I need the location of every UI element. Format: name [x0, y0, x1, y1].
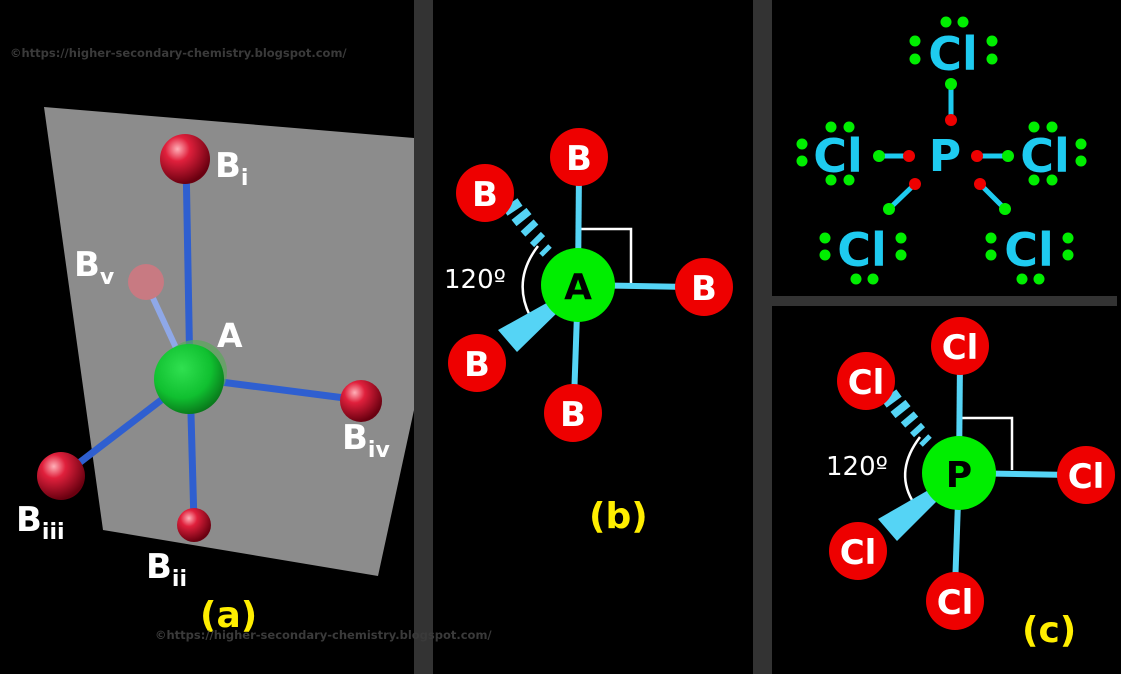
label-bii: Bii: [146, 547, 187, 592]
center-label-b: A: [564, 267, 592, 308]
label-biv: Biv: [342, 418, 390, 463]
lewis-cl-lower-right: Cl: [1004, 223, 1054, 277]
label-a: A: [217, 316, 243, 355]
divider-horizontal: [772, 296, 1117, 306]
lewis-cl-left: Cl: [813, 129, 863, 183]
lewis-cl-lower-left: Cl: [837, 223, 887, 277]
angle-arc-b: [521, 245, 539, 317]
lewis-bond-electrons: [873, 78, 1014, 215]
lone-pairs-cl-top: [909, 16, 998, 65]
right-angle-marker-c: [961, 416, 1014, 470]
ligand-b-top: [550, 128, 608, 186]
ligand-b-upper-left: [456, 164, 514, 222]
center-label-c: P: [946, 455, 972, 496]
atom-a: [154, 344, 224, 414]
lewis-cl-right: Cl: [1020, 129, 1070, 183]
ligand-c-lower-left: [829, 522, 887, 580]
lewis-bond-lower-left: [887, 182, 917, 211]
ligand-b-upper-left-label: B: [472, 175, 498, 215]
caption-b: (b): [589, 496, 648, 537]
label-bv: Bv: [74, 245, 115, 290]
ligand-b-bottom-label: B: [560, 395, 586, 435]
center-atom-b: [541, 248, 615, 322]
angle-label-b: 120º: [444, 265, 506, 295]
lone-pairs-cl-lower-left: [819, 232, 907, 285]
divider-right: [753, 0, 772, 674]
panel-a: ©https://higher-secondary-chemistry.blog…: [10, 46, 414, 636]
ligand-b-right-label: B: [691, 269, 717, 309]
label-biii: Biii: [16, 500, 65, 545]
hashed-wedge-b: [502, 198, 552, 257]
lone-pairs-cl-lower-right: [985, 232, 1074, 285]
watermark-bottom: ©https://higher-secondary-chemistry.blog…: [155, 628, 492, 642]
atom-biii: [37, 452, 85, 500]
lewis-p: P: [929, 131, 961, 182]
ligand-b-top-label: B: [566, 139, 592, 179]
ligand-c-top: [931, 317, 989, 375]
solid-wedge-c: [878, 488, 940, 541]
panel-lewis: P Cl Cl Cl Cl Cl: [796, 16, 1087, 285]
right-angle-marker-b: [580, 227, 633, 283]
panel-b: 120º A B B B B B (b): [444, 128, 733, 537]
lewis-cl-top: Cl: [928, 27, 978, 81]
ligand-b-lower-left: [448, 334, 506, 392]
center-atom-c: [922, 436, 996, 510]
atom-biv: [340, 380, 382, 422]
ligand-c-right-label: Cl: [1068, 457, 1105, 497]
ligand-c-top-label: Cl: [942, 328, 979, 368]
ligand-b-bottom: [544, 384, 602, 442]
angle-label-c: 120º: [826, 452, 888, 482]
panel-c: 120º P Cl Cl Cl Cl Cl (c): [826, 317, 1115, 651]
atom-bi: [160, 134, 210, 184]
equatorial-plane: [44, 107, 414, 576]
ligand-b-lower-left-label: B: [464, 345, 490, 385]
watermark-top: ©https://higher-secondary-chemistry.blog…: [10, 46, 347, 60]
lone-pairs-cl-right: [1028, 121, 1087, 186]
divider-left: [414, 0, 433, 674]
ligand-b-right: [675, 258, 733, 316]
ligand-c-lower-left-label: Cl: [840, 533, 877, 573]
ligand-c-bottom: [926, 572, 984, 630]
ligand-c-right: [1057, 446, 1115, 504]
lone-pairs-cl-left: [796, 121, 855, 186]
ligand-c-bottom-label: Cl: [937, 583, 974, 623]
caption-c: (c): [1022, 610, 1076, 651]
caption-a: (a): [200, 595, 257, 636]
ligand-c-upper-left: [837, 352, 895, 410]
ligand-c-upper-left-label: Cl: [848, 363, 885, 403]
solid-wedge-b: [498, 300, 560, 352]
atom-bii: [177, 508, 211, 542]
hashed-wedge-c: [881, 389, 932, 447]
atom-bv: [128, 264, 164, 300]
angle-arc-c: [903, 436, 921, 501]
label-bi: Bi: [215, 146, 248, 191]
